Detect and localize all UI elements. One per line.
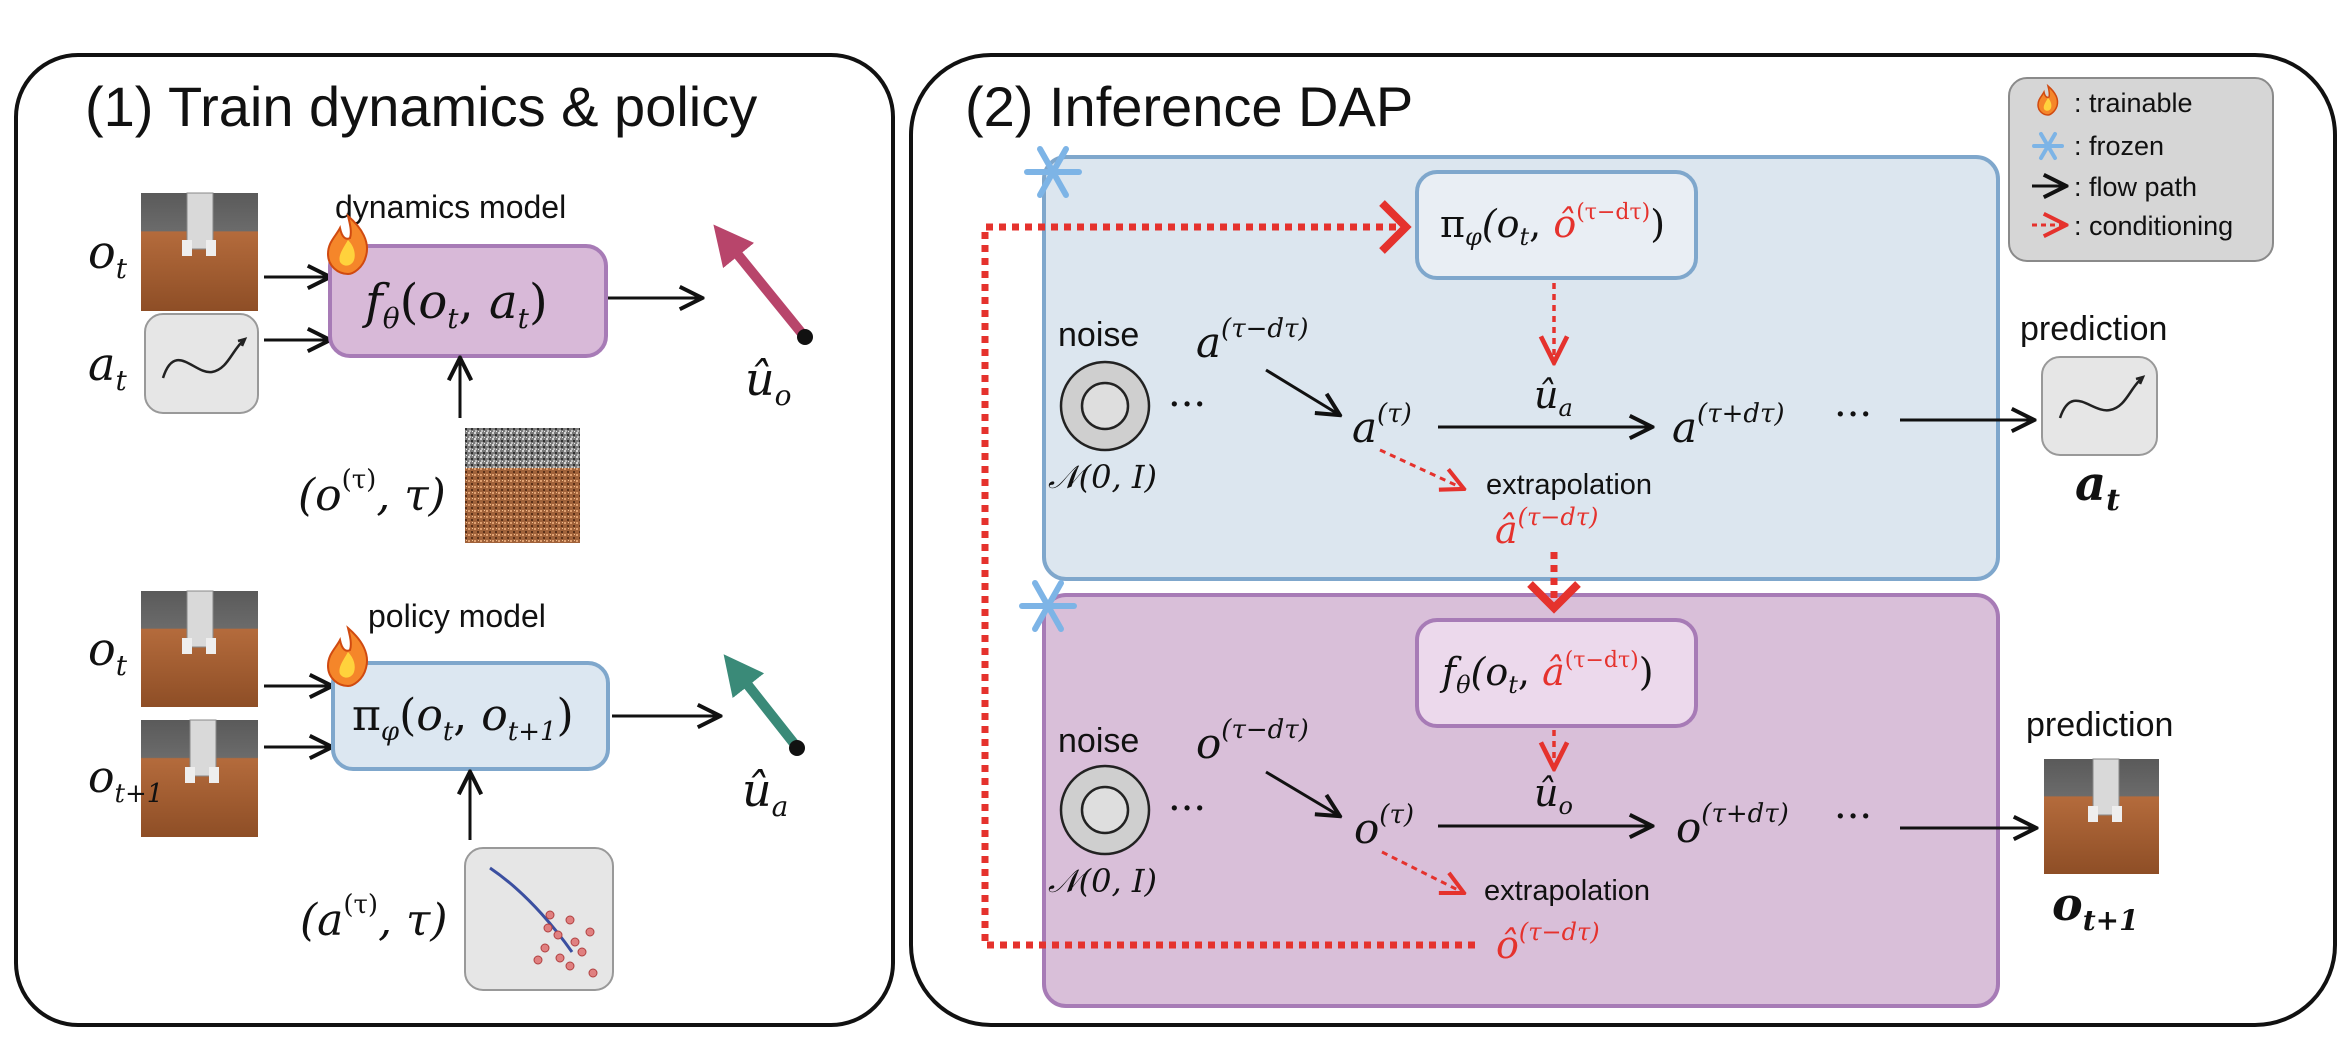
- panel-inference-title: (2) Inference DAP: [965, 75, 1413, 138]
- predicted-action: at: [2075, 456, 2120, 518]
- snowflake-icon: [1024, 146, 1082, 198]
- noise-source: [1059, 764, 1151, 856]
- extrapolation-label: extrapolation: [1486, 469, 1652, 501]
- legend-label-trainable: : trainable: [2074, 88, 2193, 118]
- observation-image: [141, 590, 258, 707]
- noise-label: noise: [1058, 722, 1139, 760]
- snowflake-icon: [1019, 580, 1077, 632]
- noise-source: [1059, 360, 1151, 452]
- next-observation-image: [141, 719, 258, 837]
- current-action: a(τ): [1352, 399, 1412, 452]
- fire-icon: [326, 213, 368, 276]
- dynamics-inference-region: [1042, 593, 2000, 1008]
- snowflake-icon: [2032, 132, 2064, 160]
- noisy-action-thumbnail: [464, 847, 614, 991]
- predicted-action-thumbnail: [2041, 356, 2158, 456]
- uo-label: ûo: [745, 352, 792, 412]
- policy-caption: policy model: [368, 598, 546, 634]
- velocity-uo: ûo: [1534, 771, 1573, 820]
- panel-train-title: (1) Train dynamics & policy: [85, 75, 757, 138]
- policy-cond-label: (a(τ), τ): [300, 890, 448, 946]
- prediction-label: prediction: [2026, 706, 2173, 744]
- velocity-arrow-ua: [723, 654, 800, 750]
- next-action: a(τ+dτ): [1672, 399, 1785, 452]
- cond-loop-obs-to-policy: [981, 223, 1475, 949]
- policy-condition-formula: πφ(ot, ô(τ−dτ)): [1440, 200, 1665, 251]
- policy-inference-region: [1042, 155, 2000, 581]
- obs-label: ot: [88, 225, 128, 285]
- policy-next-obs-label: ot+1: [88, 752, 163, 809]
- dots: ···: [1168, 786, 1206, 832]
- policy-obs-label: ot: [88, 622, 128, 682]
- extrapolation-arrow: [1381, 850, 1462, 892]
- noise-label: noise: [1058, 316, 1139, 354]
- policy-model-box: [331, 661, 610, 771]
- prev-observation: o(τ−dτ): [1196, 715, 1309, 768]
- prediction-label: prediction: [2020, 310, 2167, 348]
- legend-label-conditioning: : conditioning: [2074, 211, 2233, 241]
- extrapolation-arrow: [1379, 448, 1462, 488]
- velocity-arrow-uo: [713, 224, 808, 340]
- dynamics-condition-formula: fθ(ot, â(τ−dτ)): [1439, 648, 1654, 699]
- dots: ···: [1834, 794, 1872, 840]
- dynamics-model-formula: fθ(ot, at): [362, 274, 548, 335]
- dynamics-cond-label: (o(τ), τ): [298, 465, 446, 521]
- legend-label-frozen: : frozen: [2074, 131, 2164, 161]
- prev-action: a(τ−dτ): [1196, 314, 1309, 367]
- legend: : trainable : frozen : flow path : condi…: [2008, 77, 2274, 262]
- dots: ···: [1168, 382, 1206, 428]
- predicted-observation-image: [2044, 758, 2159, 874]
- policy-model-formula: πφ(ot, ot+1): [352, 690, 574, 747]
- cond-arrowhead-right: [1379, 200, 1412, 254]
- policy-condition-box: [1415, 170, 1698, 280]
- fire-icon: [326, 625, 368, 688]
- predicted-observation: ot+1: [2052, 877, 2139, 937]
- observation-image: [141, 192, 258, 311]
- next-observation: o(τ+dτ): [1676, 799, 1789, 852]
- current-observation: o(τ): [1354, 800, 1414, 853]
- dynamics-condition-box: [1415, 618, 1698, 728]
- noise-distribution: 𝒩(0, I): [1048, 458, 1157, 496]
- arrow-prev-to-current: [1265, 368, 1338, 414]
- velocity-ua: ûa: [1534, 373, 1573, 422]
- extrapolated-observation: ô(τ−dτ): [1496, 918, 1600, 967]
- noisy-observation-image: [465, 428, 580, 543]
- extrapolated-action: â(τ−dτ): [1495, 503, 1598, 552]
- dynamics-caption: dynamics model: [335, 189, 566, 225]
- noise-distribution: 𝒩(0, I): [1048, 862, 1157, 900]
- legend-label-flow: : flow path: [2074, 172, 2197, 202]
- action-thumbnail: [144, 313, 259, 414]
- cond-arrowhead-down: [1527, 581, 1581, 614]
- fire-icon: [2037, 83, 2059, 116]
- arrow-prev-to-current: [1265, 770, 1338, 815]
- ua-label: ûa: [742, 763, 788, 823]
- extrapolation-label: extrapolation: [1484, 875, 1650, 907]
- action-label: at: [88, 337, 127, 397]
- dots: ···: [1834, 392, 1872, 438]
